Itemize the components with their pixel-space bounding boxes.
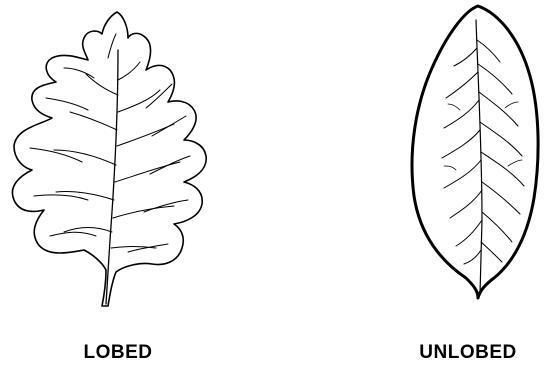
- unlobed-leaf-icon: [412, 6, 538, 298]
- lobed-leaf-icon: [12, 12, 206, 306]
- lobed-label: LOBED: [38, 342, 198, 364]
- unlobed-label: UNLOBED: [388, 342, 546, 364]
